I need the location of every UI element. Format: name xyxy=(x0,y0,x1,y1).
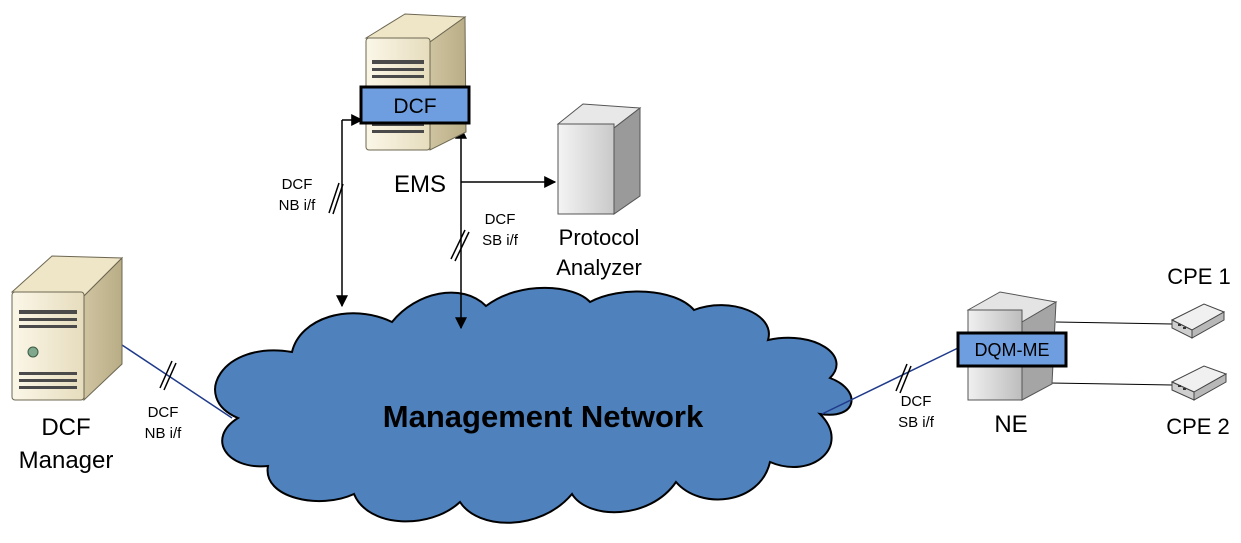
protocol-analyzer-label-line1: Protocol xyxy=(559,225,640,250)
ems-nb-slash-icon xyxy=(328,182,344,215)
network-element: DQM-ME NE xyxy=(956,291,1068,438)
ems-nb-interface-label: DCF NB i/f xyxy=(279,176,317,214)
ems-server-icon xyxy=(364,13,467,151)
dcf-manager-server-icon xyxy=(10,255,124,402)
ne-dqm-me-badge-label: DQM-ME xyxy=(975,340,1050,360)
ems-sb-label-line2: SB i/f xyxy=(482,232,519,249)
manager-nb-interface-label: DCF NB i/f xyxy=(145,404,183,442)
dcf-manager-label-line1: DCF xyxy=(41,414,90,441)
manager-nb-label-line2: NB i/f xyxy=(145,425,183,442)
network-label: Management Network xyxy=(383,399,704,434)
ems-dcf-badge-label: DCF xyxy=(393,95,436,118)
ems-nb-label-line2: NB i/f xyxy=(279,197,317,214)
manager-nb-link xyxy=(121,344,233,419)
dcf-manager-server: DCF Manager xyxy=(10,255,124,474)
dcf-manager-label-line2: Manager xyxy=(19,447,114,474)
ne-sb-label-line1: DCF xyxy=(901,393,932,410)
ems-label: EMS xyxy=(394,171,446,198)
cpe1-label: CPE 1 xyxy=(1167,264,1231,289)
cpe2: CPE 2 xyxy=(1166,365,1230,439)
connections xyxy=(121,114,1173,419)
ems-server: DCF EMS xyxy=(359,13,471,198)
ne-cpe1-link xyxy=(1055,321,1173,325)
ne-dqm-me-badge: DQM-ME xyxy=(956,331,1068,368)
cpe1: CPE 1 xyxy=(1167,264,1231,339)
ems-nb-label-line1: DCF xyxy=(282,176,313,193)
ems-sb-interface-label: DCF SB i/f xyxy=(482,211,519,249)
protocol-analyzer: Protocol Analyzer xyxy=(556,103,642,280)
protocol-analyzer-icon xyxy=(556,103,642,215)
ne-sb-interface-label: DCF SB i/f xyxy=(898,393,935,431)
cloud-shape xyxy=(214,286,853,524)
cpe2-modem-icon xyxy=(1170,365,1228,401)
manager-nb-label-line1: DCF xyxy=(148,404,179,421)
management-network-cloud: Management Network xyxy=(214,286,853,524)
ems-sb-label-line1: DCF xyxy=(485,211,516,228)
ne-sb-slash-icon xyxy=(895,363,912,394)
ems-sb-slash-icon xyxy=(450,229,470,262)
ems-dcf-badge: DCF xyxy=(359,85,471,125)
cpe1-modem-icon xyxy=(1170,303,1226,339)
manager-nb-slash-icon xyxy=(159,360,177,391)
ne-sb-link xyxy=(821,347,959,415)
cpe2-label: CPE 2 xyxy=(1166,414,1230,439)
ne-sb-label-line2: SB i/f xyxy=(898,414,935,431)
protocol-analyzer-label-line2: Analyzer xyxy=(556,255,642,280)
ne-cpe2-link xyxy=(1049,382,1173,386)
ne-label: NE xyxy=(994,411,1027,438)
